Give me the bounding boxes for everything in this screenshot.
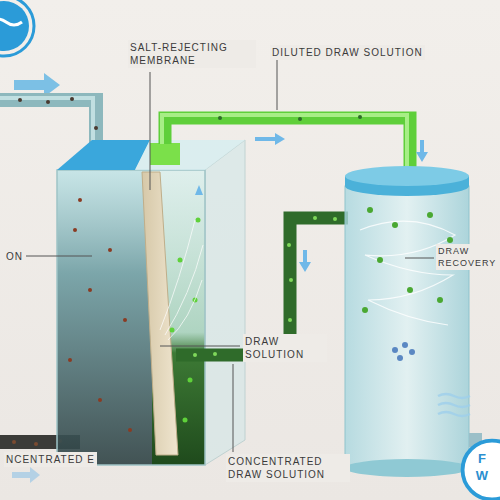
callout-label: SALT-REJECTING MEMBRANE — [128, 40, 256, 68]
outlet-circle: F W — [460, 438, 500, 500]
node-text: F W — [475, 450, 489, 484]
callout-label: DILUTED DRAW SOLUTION — [270, 45, 425, 60]
callout-label: DRAW SOLUTION — [243, 334, 327, 362]
callout-label: DRAW RECOVERY — [436, 244, 500, 270]
callout-label: CONCENTRATED DRAW SOLUTION — [226, 454, 350, 482]
callout-label: ON — [4, 249, 25, 264]
callout-label: NCENTRATED E — [4, 452, 97, 467]
